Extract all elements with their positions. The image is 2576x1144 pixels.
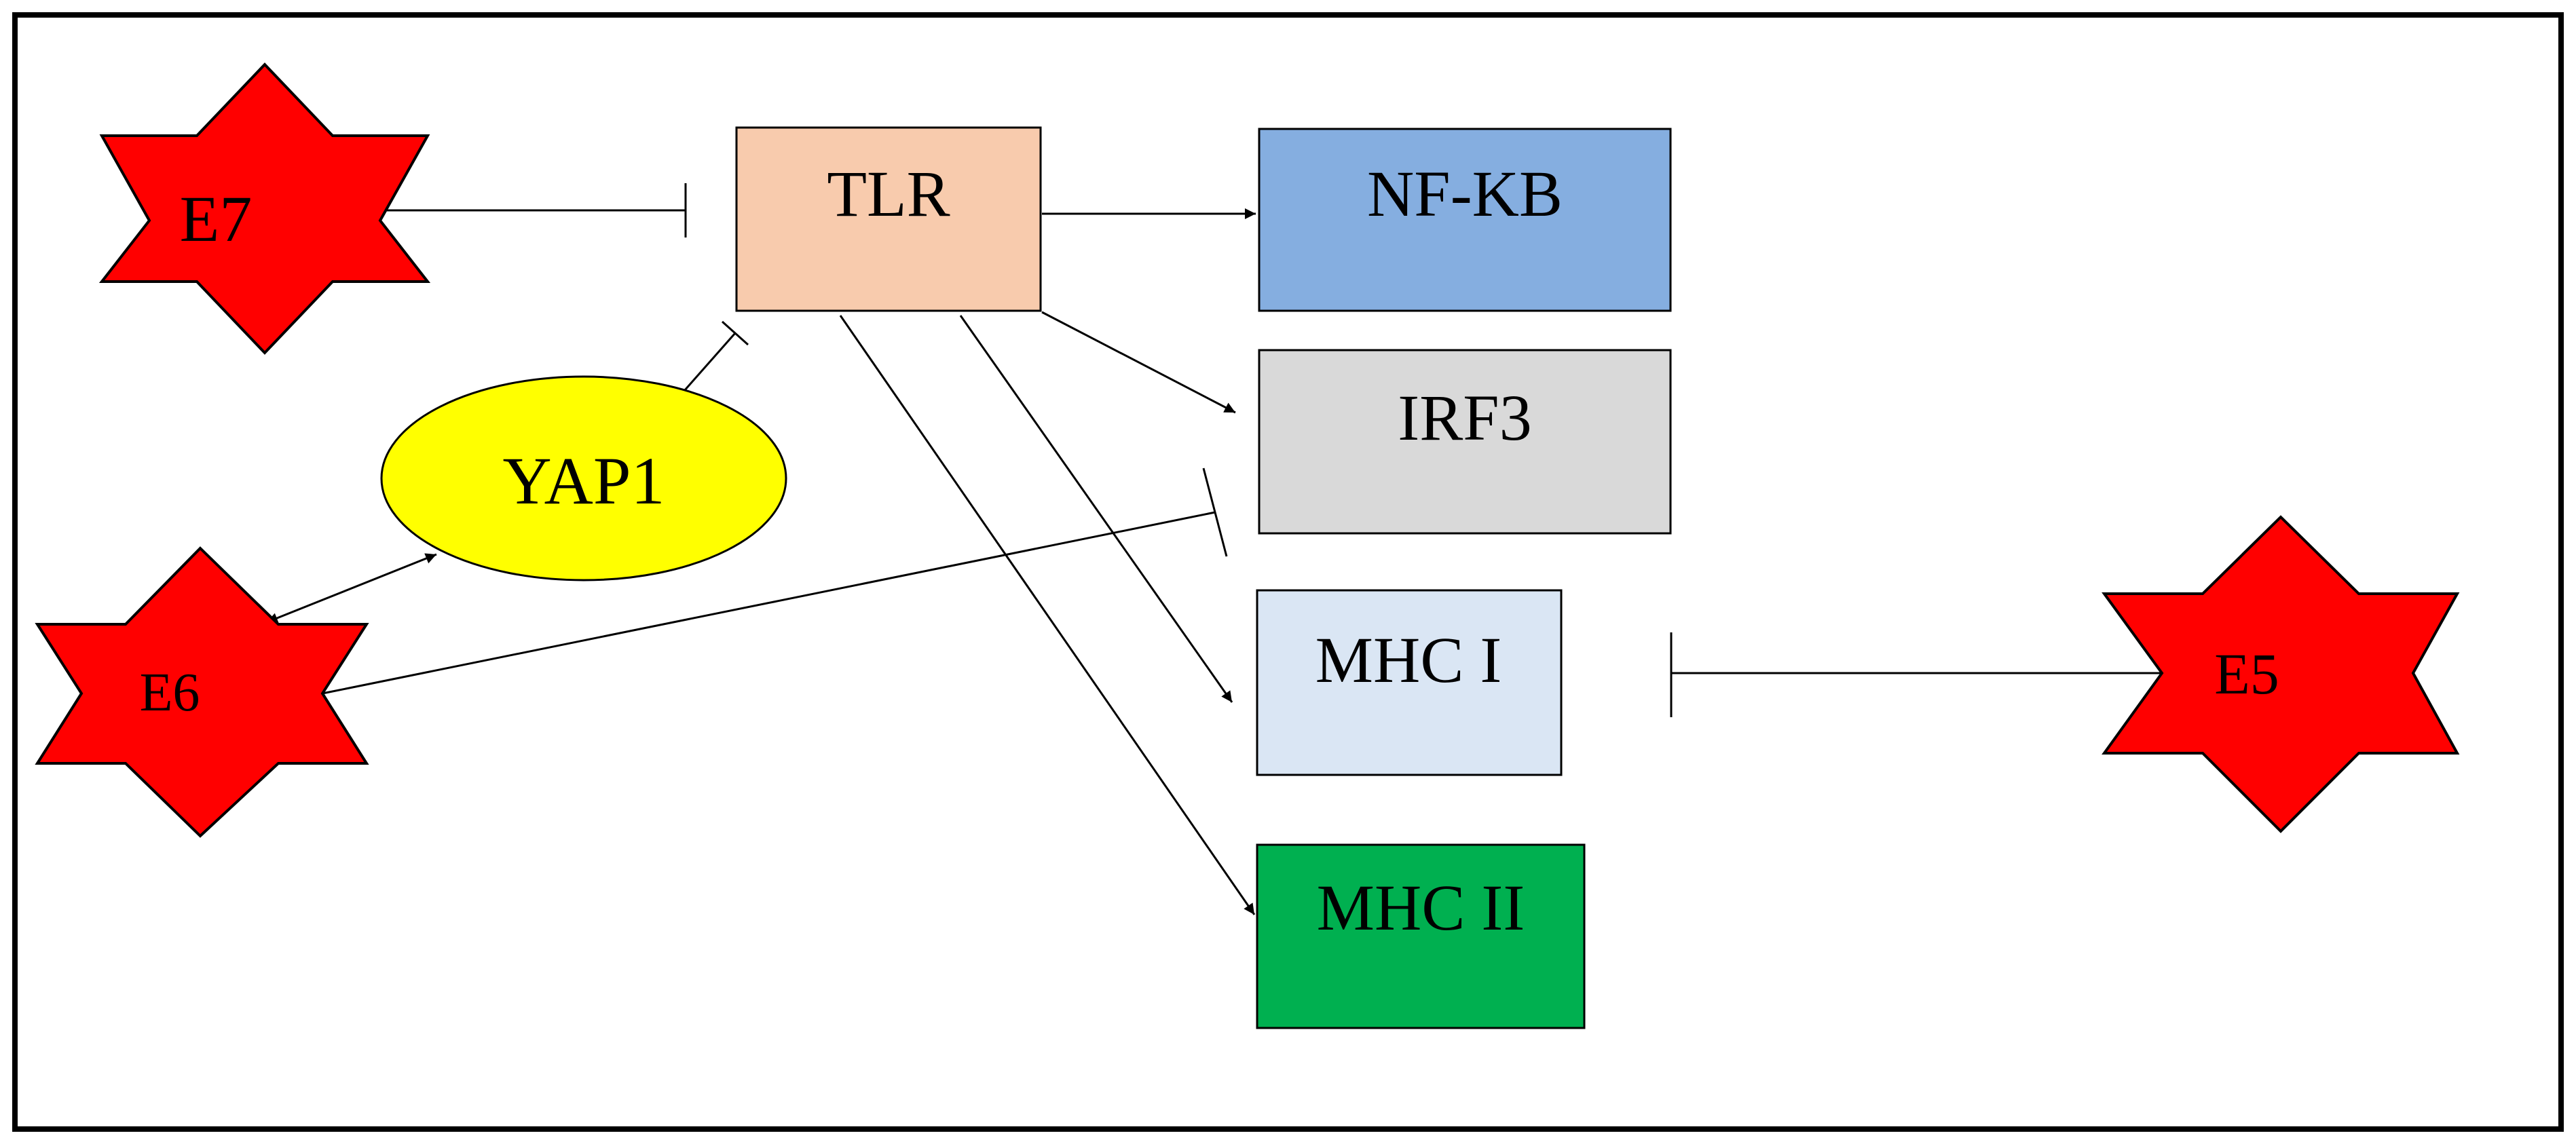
e6-label: E6 (140, 663, 200, 723)
e5-label: E5 (2214, 641, 2279, 706)
edge-e7-inhibits-tlr (380, 183, 687, 237)
edge-e6-yap1-bidirectional (266, 553, 437, 624)
node-irf3: IRF3 (1258, 349, 1672, 535)
e5-star (2102, 515, 2460, 833)
node-mhc1: MHC I (1256, 589, 1563, 776)
edge-tlr-activates-irf3 (1041, 311, 1236, 414)
tlr-box (735, 126, 1042, 312)
edge-e6-inhibits-irf3 (322, 468, 1228, 695)
edge-e5-inhibits-mhc1 (1670, 632, 2162, 717)
node-e7: E7 (98, 62, 431, 355)
node-tlr: TLR (735, 126, 1042, 312)
irf3-box (1258, 349, 1672, 535)
mhc1-label: MHC I (1315, 624, 1502, 696)
irf3-label: IRF3 (1398, 381, 1531, 454)
e7-label: E7 (180, 183, 253, 255)
e6-star (35, 546, 369, 838)
node-nfkb: NF-KB (1258, 128, 1672, 312)
nfkb-label: NF-KB (1367, 157, 1563, 230)
node-yap1: YAP1 (380, 375, 787, 581)
edge-tlr-activates-mhc1 (959, 315, 1233, 703)
mhc1-box (1256, 589, 1563, 776)
yap1-label: YAP1 (503, 443, 665, 518)
nfkb-box (1258, 128, 1672, 312)
e7-star (98, 62, 431, 355)
node-e6: E6 (35, 546, 369, 838)
edge-yap1-inhibits-tlr (677, 320, 749, 398)
node-e5: E5 (2102, 515, 2460, 833)
edge-tlr-activates-mhc2 (839, 315, 1256, 915)
mhc2-label: MHC II (1317, 871, 1525, 944)
yap1-ellipse (380, 375, 787, 581)
mhc2-box (1256, 843, 1586, 1029)
node-mhc2: MHC II (1256, 843, 1586, 1029)
tlr-label: TLR (827, 157, 950, 230)
